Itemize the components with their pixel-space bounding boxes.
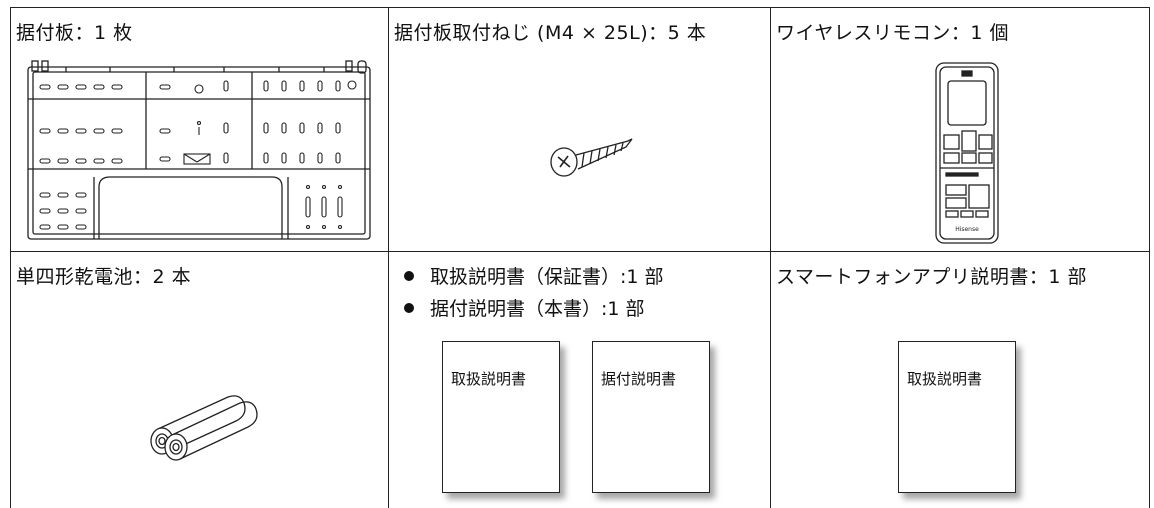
mounting-screw-label: 据付板取付ねじ (M4 × 25L)：5 本 [394, 22, 707, 44]
app-manual-label: スマートフォンアプリ説明書：1 部 [776, 266, 1088, 288]
booklet-app-manual: 取扱説明書 [898, 341, 1016, 493]
remote-label: ワイヤレスリモコン：1 個 [776, 22, 1010, 44]
cell-mounting-screw: 据付板取付ねじ (M4 × 25L)：5 本 [388, 7, 770, 251]
mounting-plate-label: 据付板：1 枚 [16, 22, 133, 44]
booklet-title: 取扱説明書 [907, 370, 983, 388]
cell-app-manual: スマートフォンアプリ説明書：1 部 取扱説明書 [770, 251, 1149, 508]
cell-batteries: 単四形乾電池：2 本 [10, 251, 388, 508]
cell-manuals: 取扱説明書（保証書）:1 部 据付説明書（本書）:1 部 取扱説明書 据付説明書 [388, 251, 770, 508]
batteries-icon [150, 395, 258, 461]
cell-remote: ワイヤレスリモコン：1 個 Hisense [770, 7, 1149, 251]
manuals-list: 取扱説明書（保証書）:1 部 据付説明書（本書）:1 部 [400, 262, 664, 326]
mounting-plate-illustration [27, 60, 371, 240]
booklet-title: 取扱説明書 [451, 370, 527, 388]
table-border-left [10, 7, 11, 508]
table-border-right [1149, 7, 1150, 508]
table-border-top [10, 7, 1150, 8]
booklet-operation-manual: 取扱説明書 [442, 341, 560, 493]
list-item: 取扱説明書（保証書）:1 部 [400, 262, 664, 294]
booklet-installation-manual: 据付説明書 [592, 341, 710, 493]
screw-icon [550, 138, 633, 177]
remote-control-icon: Hisense [935, 62, 999, 244]
table-divider-2 [770, 7, 771, 508]
table-divider-1 [388, 7, 389, 508]
batteries-label: 単四形乾電池：2 本 [16, 266, 192, 288]
cell-mounting-plate: 据付板：1 枚 [10, 7, 388, 251]
booklet-title: 据付説明書 [601, 370, 677, 388]
remote-brand-text: Hisense [955, 226, 979, 233]
accessories-table: 据付板：1 枚 [10, 7, 1150, 508]
table-row-divider [10, 251, 1150, 252]
list-item: 据付説明書（本書）:1 部 [400, 294, 664, 326]
